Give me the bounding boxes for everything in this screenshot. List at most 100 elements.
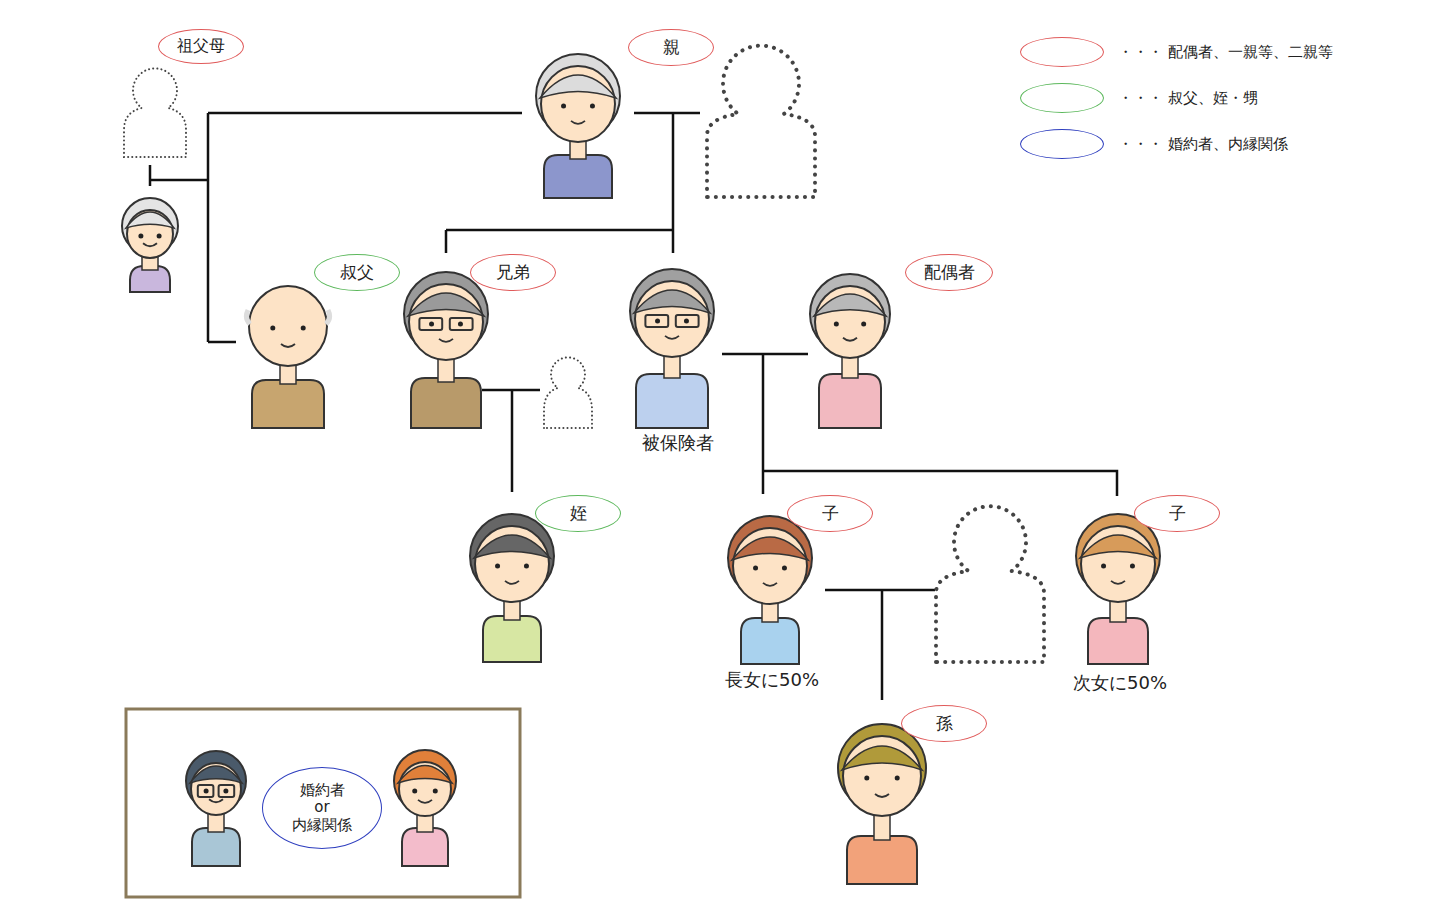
legend-row: ・・・ 配偶者、一親等、二親等 xyxy=(1020,37,1333,67)
relation-oval: 婚約者 or 内縁関係 xyxy=(262,767,382,849)
face xyxy=(843,736,921,816)
eye xyxy=(684,319,689,324)
relation-text: 叔父 xyxy=(340,261,374,284)
relation-oval: 子 xyxy=(1134,495,1220,532)
tree-line xyxy=(722,354,1117,496)
eye xyxy=(429,322,434,327)
face xyxy=(635,281,709,357)
caption-label: 長女に50% xyxy=(725,668,819,692)
eye xyxy=(864,776,869,781)
relation-text: 姪 xyxy=(570,502,587,525)
relation-text: 子 xyxy=(1169,502,1186,525)
tree-line xyxy=(825,590,935,700)
eye xyxy=(458,322,463,327)
relation-text: 孫 xyxy=(936,712,953,735)
legend-swatch xyxy=(1020,83,1104,113)
person-figure xyxy=(470,514,554,662)
body xyxy=(544,155,612,198)
mouth xyxy=(505,581,519,584)
body xyxy=(411,378,481,428)
face xyxy=(127,210,173,258)
eye xyxy=(782,566,787,571)
eye xyxy=(895,776,900,781)
legend-text: ・・・ 配偶者、一親等、二親等 xyxy=(1118,43,1333,62)
mouth xyxy=(843,338,857,341)
face xyxy=(541,66,615,142)
fringe xyxy=(126,212,174,228)
body xyxy=(1088,618,1148,664)
body xyxy=(819,374,881,428)
absent-person xyxy=(707,46,815,197)
eye xyxy=(861,322,866,327)
face xyxy=(191,763,241,815)
person-figure xyxy=(630,269,714,428)
face xyxy=(409,284,483,360)
relation-oval: 兄弟 xyxy=(470,254,556,291)
body xyxy=(741,618,799,664)
legend-swatch xyxy=(1020,129,1104,159)
relation-oval: 孫 xyxy=(901,705,987,742)
eye xyxy=(590,104,595,109)
fringe xyxy=(408,293,484,316)
person-figure xyxy=(838,724,926,884)
legend-text: ・・・ 婚約者、内縁関係 xyxy=(1118,135,1288,154)
person-figure xyxy=(810,274,890,428)
relation-text: 婚約者 or 内縁関係 xyxy=(289,782,355,834)
relation-oval: 配偶者 xyxy=(905,254,993,291)
absent-person xyxy=(544,357,592,428)
eye xyxy=(1130,564,1135,569)
glasses xyxy=(676,315,699,327)
fringe xyxy=(1080,535,1156,558)
eye xyxy=(223,789,228,794)
fringe xyxy=(474,535,550,558)
relation-oval: 祖父母 xyxy=(158,29,244,64)
relation-text: 祖父母 xyxy=(177,36,225,57)
eye xyxy=(301,326,306,331)
mouth xyxy=(281,344,295,347)
caption-label: 次女に50% xyxy=(1073,671,1167,695)
mouth xyxy=(418,800,432,803)
relation-text: 兄弟 xyxy=(496,261,530,284)
mouth xyxy=(571,121,585,124)
eye xyxy=(270,326,275,331)
eye xyxy=(138,234,143,239)
mouth xyxy=(439,339,453,342)
family-lines xyxy=(150,113,1117,700)
person-figure xyxy=(186,751,246,866)
face xyxy=(249,286,327,366)
face xyxy=(399,762,451,816)
mouth xyxy=(665,336,679,339)
legend-text: ・・・ 叔父、姪・甥 xyxy=(1118,89,1258,108)
person-figure xyxy=(728,516,812,664)
eye xyxy=(524,564,529,569)
eye xyxy=(157,234,162,239)
relation-oval: 叔父 xyxy=(314,254,400,291)
body xyxy=(847,836,917,884)
mouth xyxy=(763,583,777,586)
fringe xyxy=(634,290,710,313)
example-frame xyxy=(126,709,520,897)
eye xyxy=(412,789,417,794)
people xyxy=(122,46,1160,884)
glasses xyxy=(419,318,442,330)
fringe xyxy=(398,766,452,784)
fringe xyxy=(814,294,886,316)
legend-swatch xyxy=(1020,37,1104,67)
legend-row: ・・・ 叔父、姪・甥 xyxy=(1020,83,1258,113)
eye xyxy=(561,104,566,109)
eye xyxy=(433,789,438,794)
eye xyxy=(834,322,839,327)
body xyxy=(483,616,541,662)
side-hair xyxy=(246,310,329,324)
face xyxy=(733,528,807,604)
eye xyxy=(655,319,660,324)
body xyxy=(402,828,448,866)
relation-text: 配偶者 xyxy=(924,261,975,284)
glasses xyxy=(219,785,235,797)
legend-row: ・・・ 婚約者、内縁関係 xyxy=(1020,129,1288,159)
fringe xyxy=(842,746,922,770)
eye xyxy=(753,566,758,571)
relation-oval: 親 xyxy=(628,29,714,66)
tree-line xyxy=(150,113,522,342)
face xyxy=(475,526,549,602)
